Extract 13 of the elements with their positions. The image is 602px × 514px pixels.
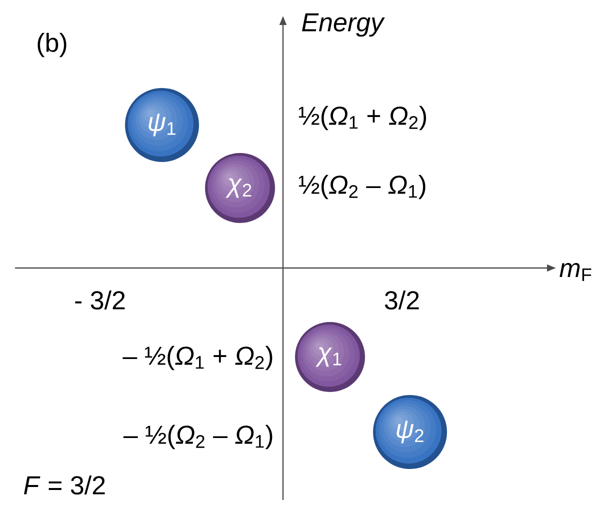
tick-label: - 3/2 — [75, 290, 125, 310]
panel-label: (b) — [38, 32, 66, 58]
sphere: χ$_{2}$ — [205, 153, 275, 223]
energy-label: ½(Ω$_{1}$ + Ω$_{2}$) — [298, 106, 426, 130]
sphere: ψ$_{2}$ — [373, 395, 447, 469]
energy-label: – ½(Ω$_{2}$ – Ω$_{1}$) — [123, 424, 272, 450]
quantum-number-label: F = 3/2 — [24, 475, 105, 495]
sphere: χ$_{1}$ — [295, 322, 365, 392]
energy-label: ½(Ω$_{2}$ – Ω$_{1}$) — [298, 174, 426, 200]
axis-label: m$_{F}$ — [560, 263, 592, 281]
axis-label: Energy — [302, 13, 385, 37]
tick-label: 3/2 — [384, 290, 419, 310]
sphere: ψ$_{1}$ — [125, 88, 199, 162]
